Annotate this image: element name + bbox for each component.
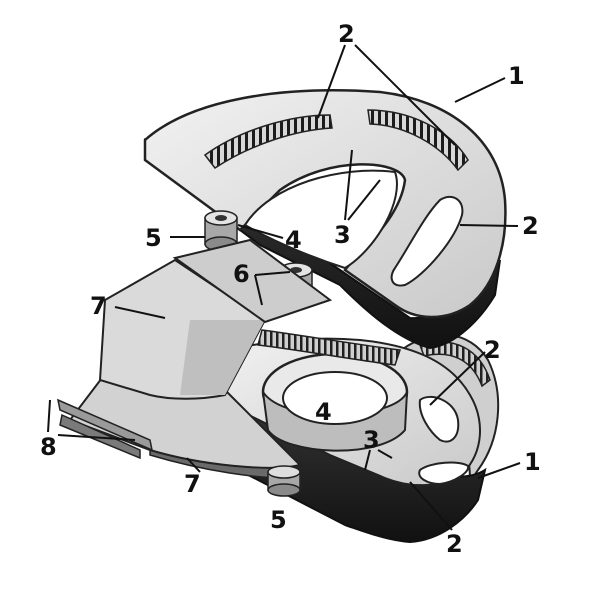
leader-2-top-b: [354, 44, 456, 146]
leader-1-lower: [477, 462, 521, 479]
lower-slot: [418, 395, 460, 443]
leader-3-lower-a: [364, 449, 371, 471]
callout-2-mid: 2: [484, 336, 501, 364]
lower-gear-teeth: [419, 341, 491, 388]
callout-5-lower: 5: [270, 506, 287, 534]
callout-1-top: 1: [508, 62, 525, 90]
leader-3-top-b: [347, 179, 381, 221]
leader-6-a: [254, 271, 291, 276]
upper-toothed-slot-left: [203, 114, 333, 170]
slide-plate-top-shade: [180, 320, 265, 395]
callout-1-lower: 1: [524, 448, 541, 476]
rail-upper: [56, 398, 154, 452]
leader-8-a: [47, 399, 51, 433]
leader-7-lower: [186, 457, 201, 473]
callout-4-upper: 4: [285, 226, 302, 254]
middle-gear-teeth: [257, 329, 402, 366]
callout-2-top: 2: [338, 20, 355, 48]
callout-3-lower: 3: [363, 426, 380, 454]
leader-2-right: [459, 224, 519, 227]
callout-4-lower: 4: [315, 398, 332, 426]
leader-8-b: [57, 434, 136, 441]
upper-housing: [143, 89, 507, 366]
callout-2-right: 2: [522, 212, 539, 240]
leader-2-top-a: [317, 44, 346, 119]
upper-mount-plate: [172, 238, 333, 324]
leader-3-top-a: [344, 149, 353, 221]
slide-plate: [56, 258, 302, 480]
callout-7-upper: 7: [90, 292, 107, 320]
upper-center-cutout: [243, 169, 398, 270]
callout-7-lower: 7: [184, 470, 201, 498]
upper-toothed-slot-right: [367, 109, 469, 172]
leader-2-mid: [429, 351, 486, 406]
bushing-5-lower: [267, 465, 301, 497]
upper-elongated-slot: [390, 195, 464, 287]
leader-7-upper: [114, 306, 166, 319]
callout-3-top: 3: [334, 221, 351, 249]
leader-1-top: [454, 77, 506, 103]
callout-2-lower: 2: [446, 530, 463, 558]
leader-lines: [47, 44, 521, 531]
lower-slot-small: [418, 461, 470, 486]
leader-3-lower-b: [377, 449, 393, 459]
leader-6-b: [254, 274, 263, 306]
leader-4-upper: [237, 224, 284, 239]
callout-labels: 2 1 3 2 5 4 6 7 2 4 8 3 7 1 5 2: [40, 20, 541, 558]
lower-housing: [198, 334, 500, 544]
callout-8: 8: [40, 433, 57, 461]
leader-2-lower: [409, 481, 453, 531]
callout-6: 6: [233, 260, 250, 288]
lower-boss-hole: [282, 371, 388, 425]
callout-5-upper: 5: [145, 224, 162, 252]
